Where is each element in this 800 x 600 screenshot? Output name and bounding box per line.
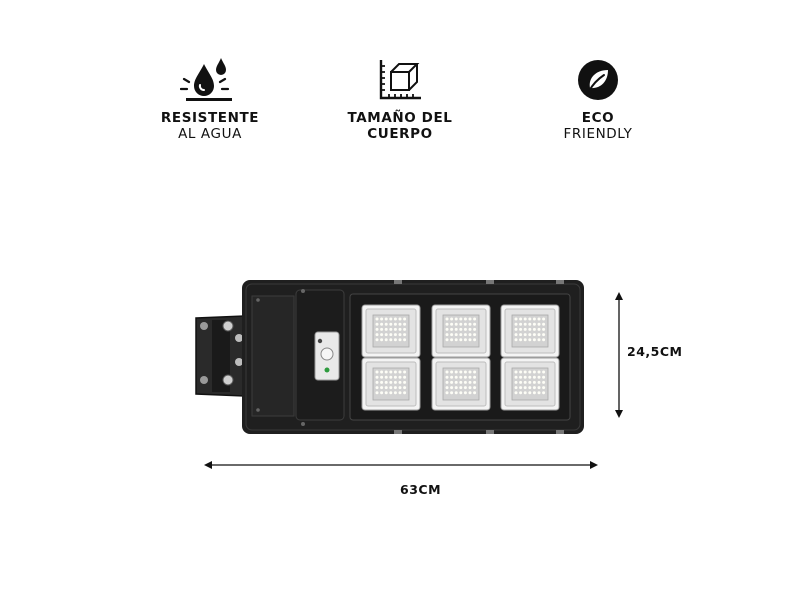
- width-dimension-line: [204, 461, 598, 469]
- led-panel: [500, 357, 560, 411]
- feature-eco-title: ECO: [581, 110, 615, 126]
- led-panel: [431, 357, 491, 411]
- height-dimension-label: 24,5CM: [627, 344, 683, 359]
- feature-size-title: TAMAÑO DEL: [347, 110, 453, 126]
- feature-eco-friendly: ECO FRIENDLY: [523, 58, 673, 142]
- led-panel: [500, 304, 560, 358]
- eco-leaf-icon: [523, 58, 673, 102]
- motion-sensor: [314, 331, 340, 381]
- width-dimension-label: 63CM: [400, 482, 442, 497]
- body-size-icon: [325, 58, 475, 102]
- led-panel: [361, 304, 421, 358]
- led-panel: [361, 357, 421, 411]
- led-panel: [431, 304, 491, 358]
- feature-body-size: TAMAÑO DEL CUERPO: [325, 58, 475, 142]
- feature-water-subtitle: AL AGUA: [178, 126, 242, 142]
- mounting-bracket: [195, 315, 245, 397]
- water-drops-icon: [135, 58, 285, 102]
- feature-size-subtitle: CUERPO: [367, 126, 433, 142]
- feature-water-title: RESISTENTE: [160, 110, 260, 126]
- feature-eco-subtitle: FRIENDLY: [563, 126, 633, 142]
- feature-water-resistant: RESISTENTE AL AGUA: [135, 58, 285, 142]
- led-panel-grid: [361, 304, 560, 411]
- height-dimension-line: [615, 292, 623, 418]
